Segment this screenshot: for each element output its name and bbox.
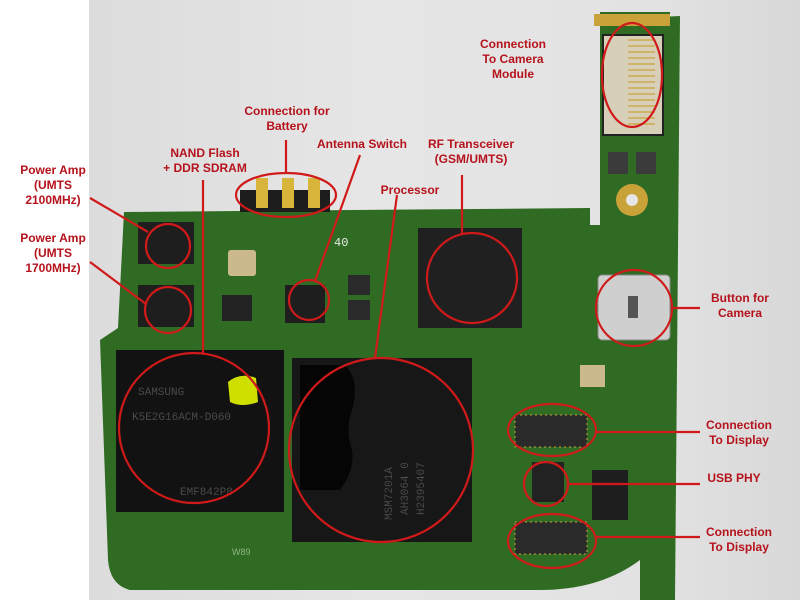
- label-display-connector-2: Connection To Display: [706, 525, 772, 554]
- svg-text:W89: W89: [232, 547, 251, 557]
- circle-display-2: [506, 512, 598, 570]
- label-nand-flash: NAND Flash + DDR SDRAM: [163, 146, 247, 175]
- circle-display-1: [506, 402, 598, 458]
- circle-camera-connector: [600, 21, 664, 129]
- silkscreen-40: 40: [334, 236, 348, 250]
- label-usb-phy: USB PHY: [707, 471, 761, 485]
- svg-text:EMF842P8: EMF842P8: [180, 487, 233, 499]
- circle-pa-1700: [143, 285, 193, 335]
- circle-memory: [117, 351, 271, 505]
- battery-contact: [256, 178, 268, 208]
- camera-connector: [602, 34, 664, 136]
- annotation-overlay: [89, 21, 700, 570]
- display-connector-2: [514, 521, 588, 555]
- circle-processor: [287, 356, 475, 544]
- svg-text:K5E2G16ACM-D060: K5E2G16ACM-D060: [132, 412, 231, 424]
- label-display-connector-1: Connection To Display: [706, 418, 772, 447]
- yellow-glue-dot: [228, 375, 258, 405]
- circle-rf-transceiver: [425, 231, 519, 325]
- svg-text:AH3064 0: AH3064 0: [400, 462, 412, 515]
- display-connector-1: [514, 414, 588, 448]
- label-power-amp-2100: Power Amp (UMTS 2100MHz): [20, 163, 86, 207]
- label-battery: Connection for Battery: [244, 104, 330, 133]
- label-camera-connector: Connection To Camera Module: [480, 37, 546, 81]
- label-camera-button: Button for Camera: [711, 291, 769, 320]
- memory-marking-1: SAMSUNG: [138, 387, 184, 399]
- circle-pa-2100: [144, 222, 192, 270]
- label-processor: Processor: [380, 183, 440, 197]
- label-antenna-switch: Antenna Switch: [316, 137, 407, 151]
- svg-text:H2395407: H2395407: [416, 462, 428, 515]
- svg-text:MSM7201A: MSM7201A: [384, 467, 396, 520]
- label-power-amp-1700: Power Amp (UMTS 1700MHz): [20, 231, 86, 275]
- circle-antenna-switch: [287, 278, 331, 322]
- label-rf-transceiver: RF Transceiver (GSM/UMTS): [427, 137, 515, 166]
